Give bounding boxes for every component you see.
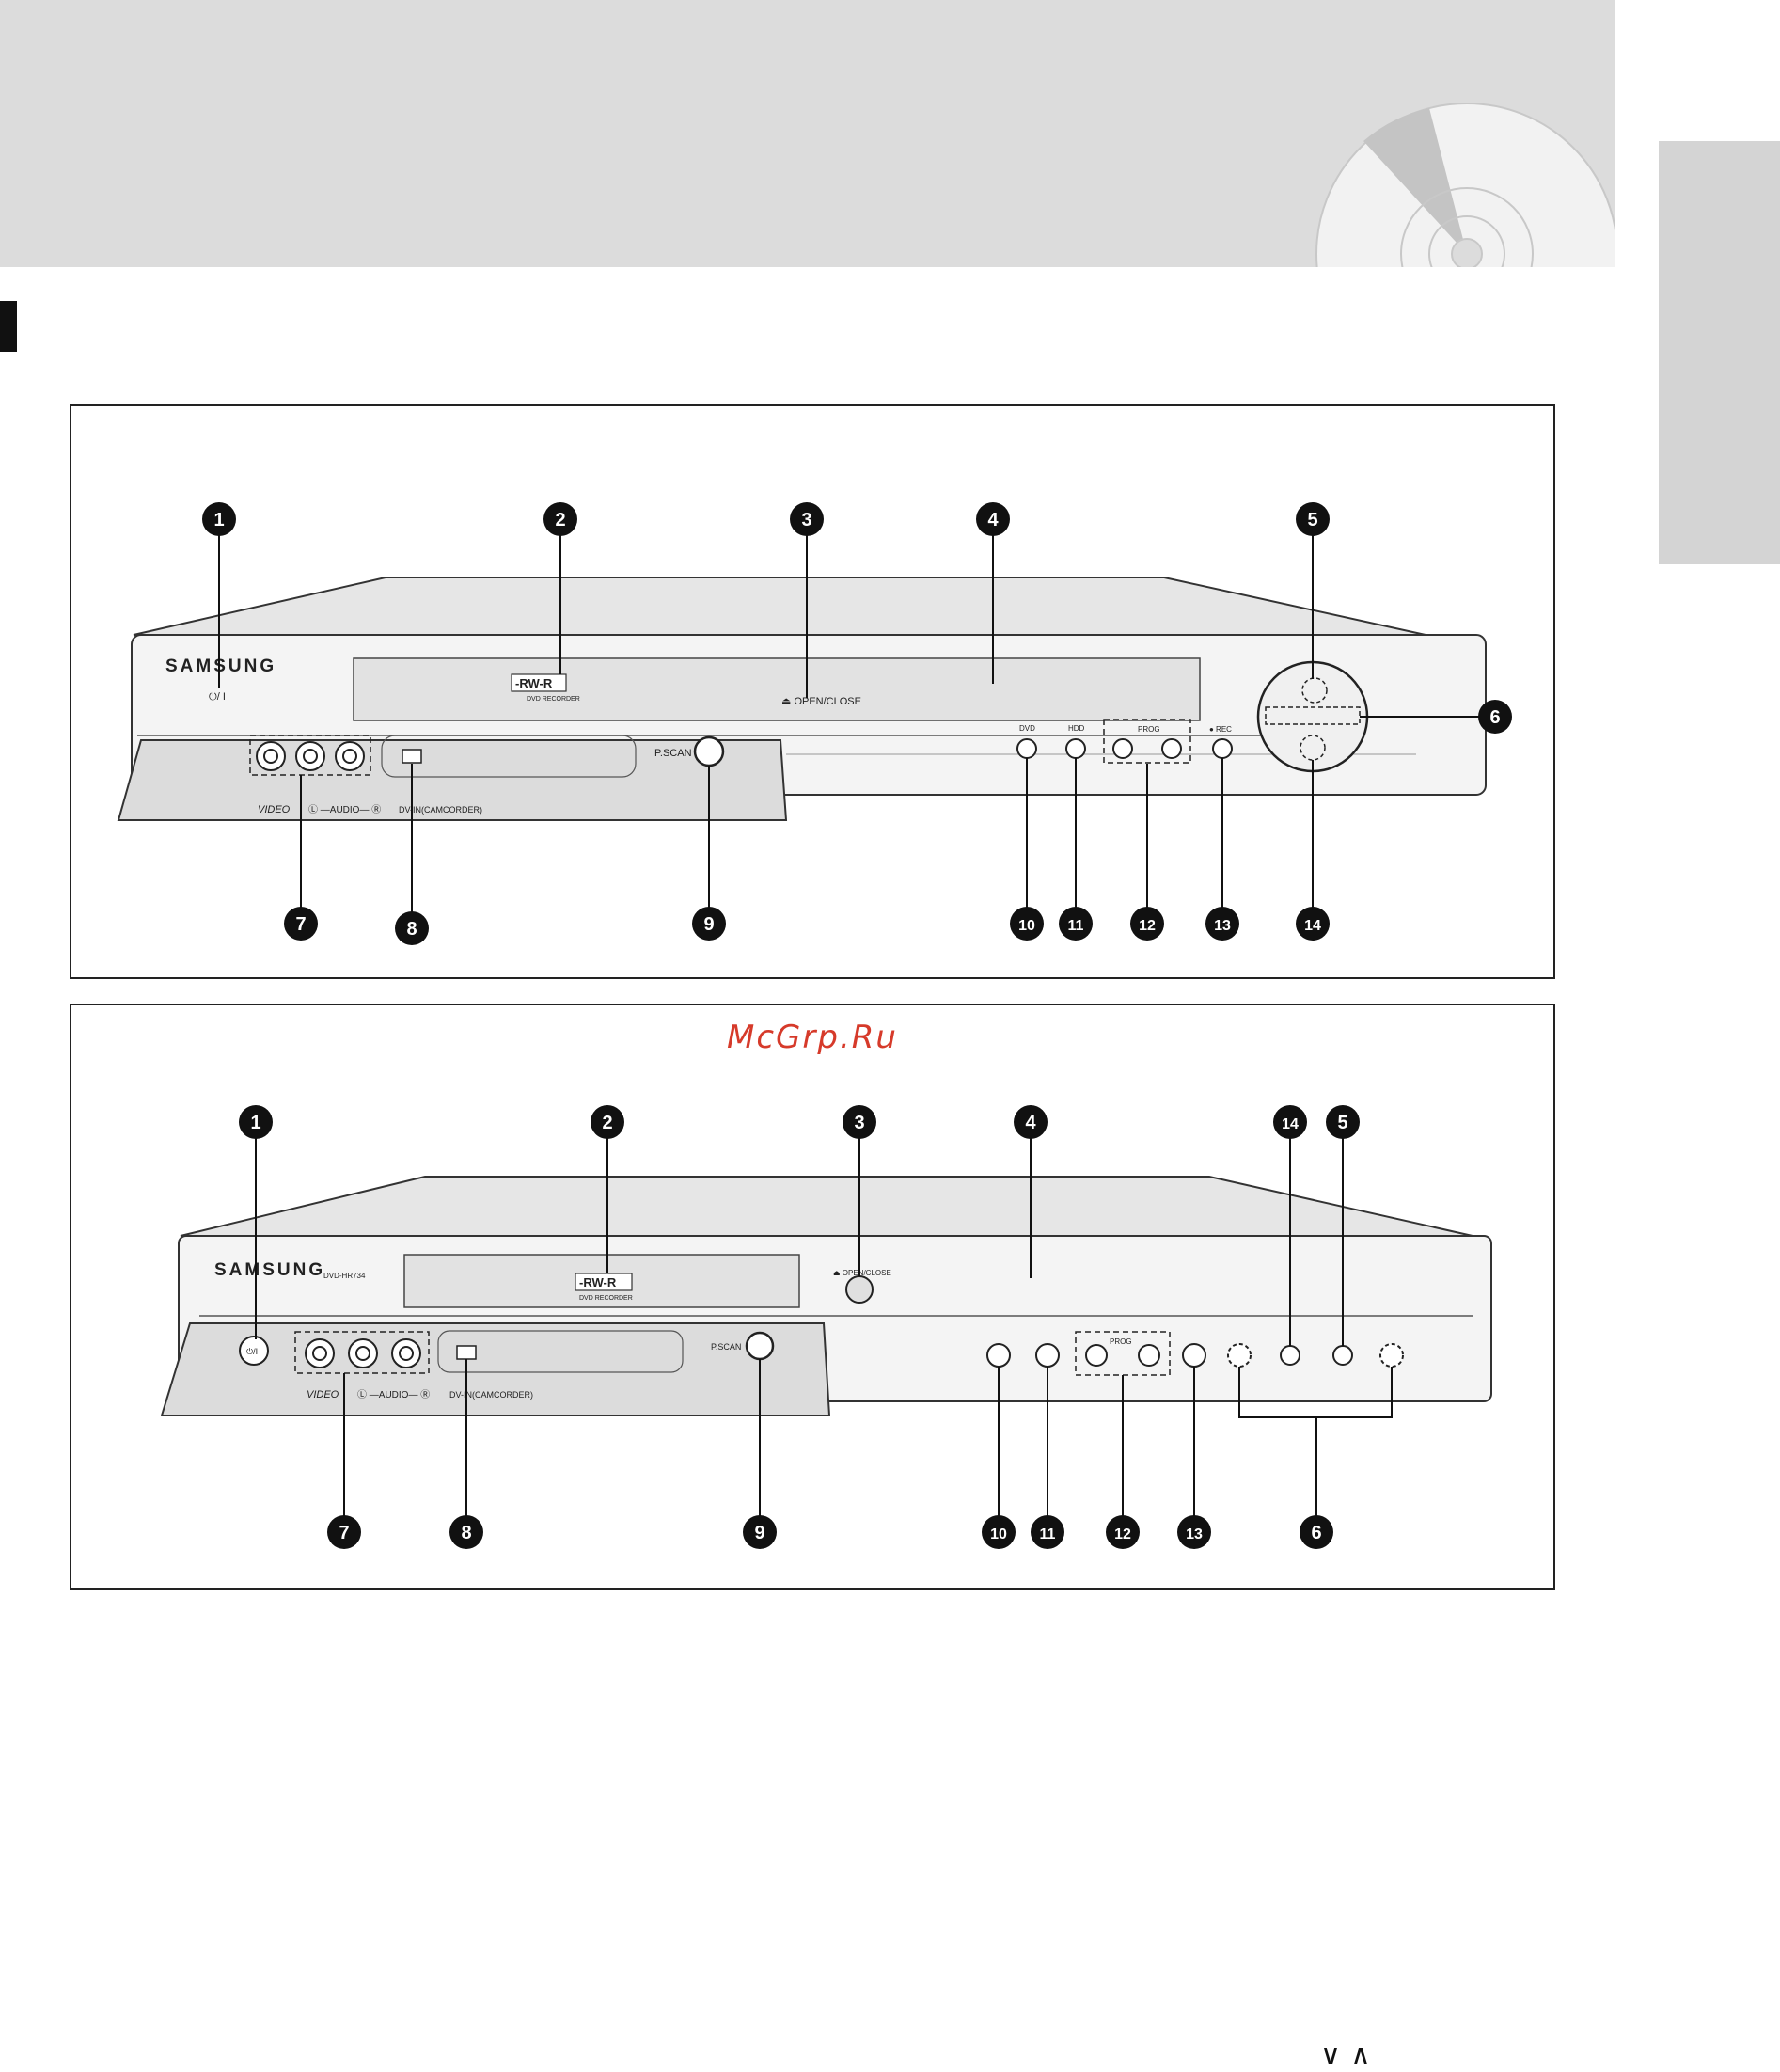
prog-up-symbol: ∧ xyxy=(1350,2039,1380,2072)
callout-6: 6 xyxy=(1489,707,1500,728)
callout-1: 1 xyxy=(250,1113,260,1133)
callout-12: 12 xyxy=(1139,918,1156,934)
pscan-button[interactable] xyxy=(695,737,723,766)
hdd-label: HDD xyxy=(1068,724,1085,733)
callout-2: 2 xyxy=(555,510,565,530)
pscan-label: P.SCAN xyxy=(711,1342,741,1352)
rw-logo-sub: DVD RECORDER xyxy=(527,696,580,703)
callout-9: 9 xyxy=(703,914,714,935)
prog-label: PROG xyxy=(1110,1337,1132,1346)
dv-in-label: DV-IN(CAMCORDER) xyxy=(449,1390,533,1400)
recorder-illustration-top: SAMSUNG ⏻/ I -RW-R DVD RECORDER ⏏ OPEN/C… xyxy=(71,406,1553,977)
callout-3: 3 xyxy=(854,1113,864,1133)
dv-in-jack[interactable] xyxy=(402,750,421,763)
callout-1: 1 xyxy=(213,510,224,530)
rw-logo: -RW-R xyxy=(579,1275,617,1289)
prog-down-button[interactable] xyxy=(1113,739,1132,758)
prog-arrow-symbols: ∨∧ xyxy=(1320,2039,1380,2072)
callout-5: 5 xyxy=(1307,510,1317,530)
rw-logo-sub: DVD RECORDER xyxy=(579,1295,633,1302)
audio-label: Ⓛ —AUDIO— Ⓡ xyxy=(357,1389,430,1400)
disc-tray xyxy=(354,658,1200,720)
play-pause-button[interactable] xyxy=(1333,1346,1352,1365)
callout-12: 12 xyxy=(1114,1526,1131,1542)
disc-icon xyxy=(0,0,1615,267)
callout-10: 10 xyxy=(990,1526,1007,1542)
rec-label: ● REC xyxy=(1209,725,1232,734)
audio-label: Ⓛ —AUDIO— Ⓡ xyxy=(308,804,381,815)
prog-label: PROG xyxy=(1138,725,1160,734)
pscan-label: P.SCAN xyxy=(654,748,692,759)
prog-up-button[interactable] xyxy=(1162,739,1181,758)
power-label: ⏻/I xyxy=(246,1347,258,1356)
dvd-button[interactable] xyxy=(987,1344,1010,1367)
callout-13: 13 xyxy=(1186,1526,1203,1542)
prog-down-button[interactable] xyxy=(1086,1345,1107,1366)
section-bar xyxy=(0,301,17,352)
stop-button[interactable] xyxy=(1281,1346,1300,1365)
header-band xyxy=(0,0,1615,267)
hdd-button[interactable] xyxy=(1066,739,1085,758)
hdd-button[interactable] xyxy=(1036,1344,1059,1367)
brand-logo: SAMSUNG xyxy=(165,656,276,676)
callout-14: 14 xyxy=(1304,918,1321,934)
callout-9: 9 xyxy=(754,1523,764,1543)
skip-back-button[interactable] xyxy=(1228,1344,1251,1367)
pscan-button[interactable] xyxy=(747,1333,773,1359)
side-tab xyxy=(1659,141,1780,564)
prog-up-button[interactable] xyxy=(1139,1345,1159,1366)
video-label: VIDEO xyxy=(307,1389,339,1400)
rec-button[interactable] xyxy=(1183,1344,1205,1367)
open-close-button[interactable] xyxy=(846,1276,873,1303)
callout-3: 3 xyxy=(801,510,811,530)
front-panel-diagram-top: SAMSUNG ⏻/ I -RW-R DVD RECORDER ⏏ OPEN/C… xyxy=(70,404,1555,979)
prog-down-symbol: ∨ xyxy=(1320,2039,1350,2072)
dvd-button[interactable] xyxy=(1017,739,1036,758)
callout-4: 4 xyxy=(1025,1113,1036,1133)
brand-logo: SAMSUNG xyxy=(214,1260,325,1280)
callout-14: 14 xyxy=(1282,1116,1299,1132)
power-label: ⏻/ I xyxy=(209,691,226,703)
rec-button[interactable] xyxy=(1213,739,1232,758)
open-close-label: ⏏ OPEN/CLOSE xyxy=(781,696,861,707)
callout-13: 13 xyxy=(1214,918,1231,934)
callout-8: 8 xyxy=(406,919,417,940)
callout-11: 11 xyxy=(1068,918,1084,934)
rw-logo: -RW-R xyxy=(515,676,553,690)
callout-6: 6 xyxy=(1311,1523,1321,1543)
callout-7: 7 xyxy=(295,914,306,935)
front-door xyxy=(162,1323,829,1416)
callout-10: 10 xyxy=(1018,918,1035,934)
callout-11: 11 xyxy=(1040,1526,1056,1542)
recorder-illustration-bottom: SAMSUNG DVD-HR734 -RW-R DVD RECORDER ⏏ O… xyxy=(71,1005,1553,1588)
callout-5: 5 xyxy=(1337,1113,1347,1133)
model-label: DVD-HR734 xyxy=(323,1272,366,1280)
av-input-jacks[interactable] xyxy=(250,735,370,775)
dvd-label: DVD xyxy=(1019,724,1035,733)
callout-2: 2 xyxy=(602,1113,612,1133)
front-panel-diagram-bottom: McGrp.Ru SAMSUNG DVD-HR734 -RW-R DVD REC… xyxy=(70,1004,1555,1590)
dv-in-jack[interactable] xyxy=(457,1346,476,1359)
callout-8: 8 xyxy=(461,1523,471,1543)
skip-forward-button[interactable] xyxy=(1380,1344,1403,1367)
video-label: VIDEO xyxy=(258,804,291,815)
callout-4: 4 xyxy=(987,510,999,530)
callout-7: 7 xyxy=(339,1523,349,1543)
